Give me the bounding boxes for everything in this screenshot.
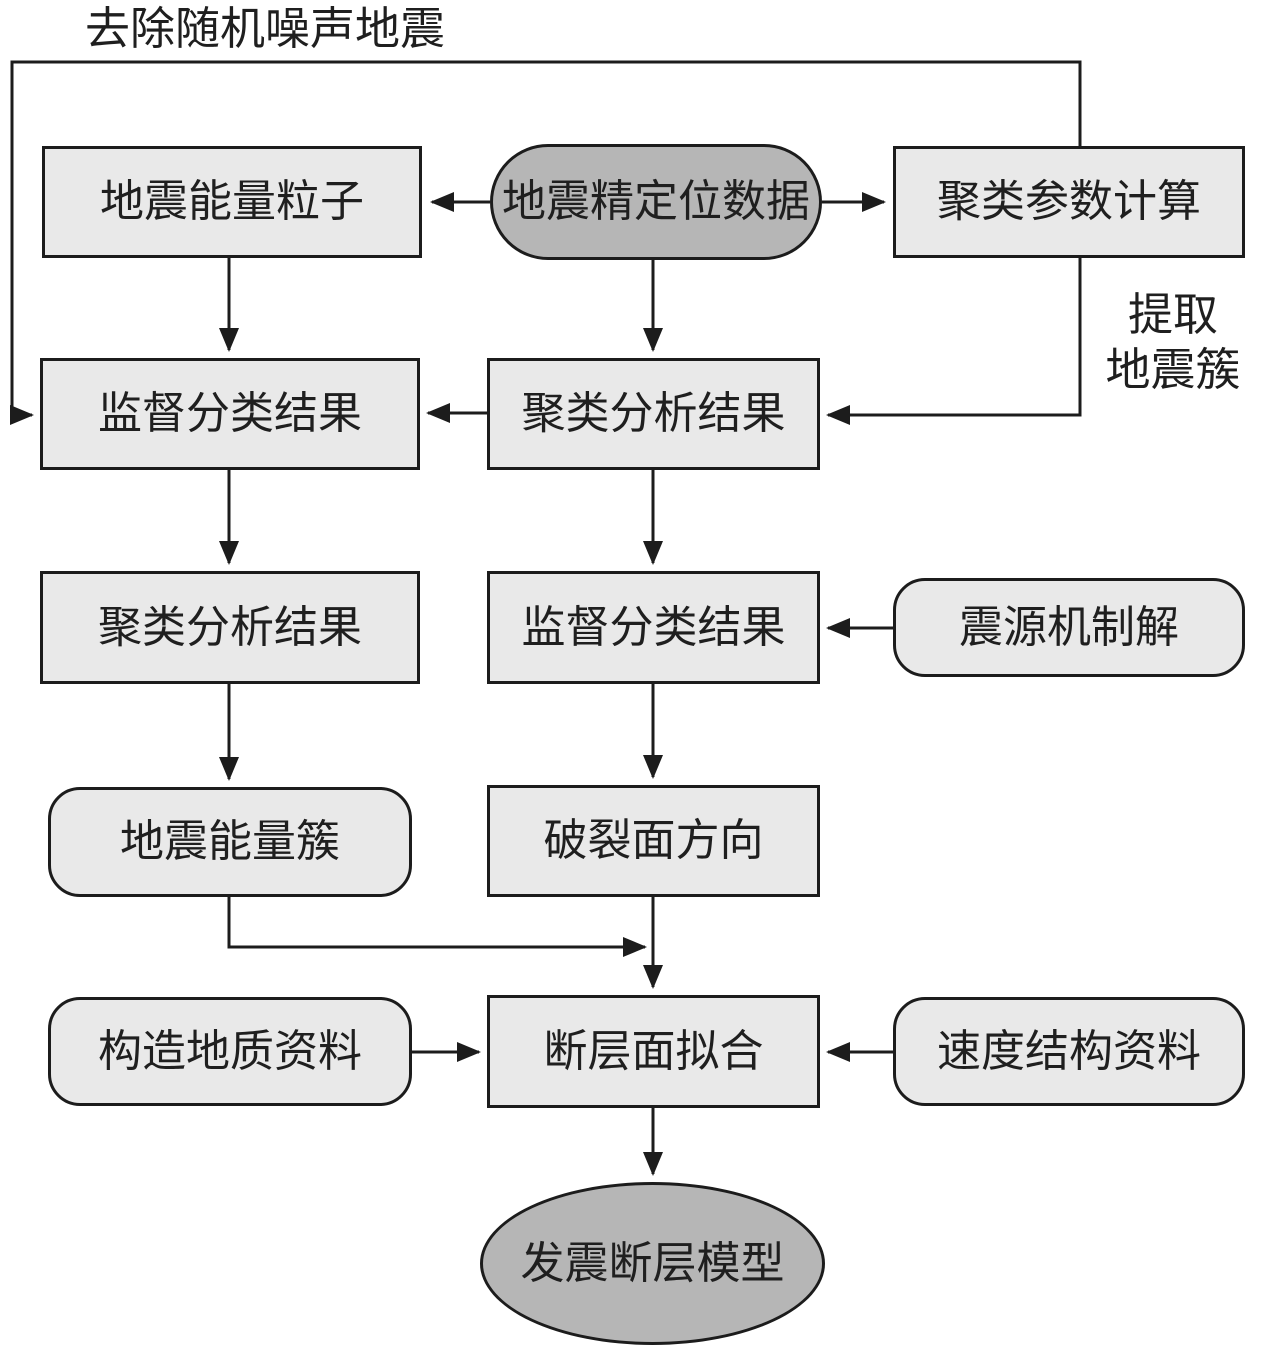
node-label: 监督分类结果: [98, 389, 362, 438]
node-seismogenic-fault-model: 发震断层模型: [480, 1182, 825, 1345]
node-label: 聚类分析结果: [98, 602, 362, 652]
node-label: 聚类分析结果: [521, 389, 786, 438]
node-rupture-plane-direction: 破裂面方向: [487, 785, 820, 897]
node-seismic-energy-particles: 地震能量粒子: [42, 146, 422, 258]
node-seismic-energy-cluster: 地震能量簇: [48, 787, 412, 897]
node-label: 聚类参数计算: [937, 177, 1201, 226]
node-velocity-structure-data: 速度结构资料: [893, 997, 1245, 1106]
connector-energy-cluster-to-junction: [227, 897, 647, 957]
node-label: 地震精定位数据: [502, 177, 810, 226]
node-label: 震源机制解: [959, 602, 1179, 652]
node-supervised-classification-result-2: 监督分类结果: [487, 571, 820, 684]
node-relocated-seismic-data: 地震精定位数据: [490, 144, 822, 260]
node-focal-mechanism-solution: 震源机制解: [893, 578, 1245, 677]
edge-label-remove-random-noise: 去除随机噪声地震: [85, 4, 446, 54]
node-label: 速度结构资料: [937, 1026, 1201, 1076]
node-label: 地震能量粒子: [100, 177, 364, 226]
node-supervised-classification-result-1: 监督分类结果: [40, 358, 420, 470]
node-label: 构造地质资料: [98, 1026, 362, 1076]
node-cluster-analysis-result-2: 聚类分析结果: [40, 571, 420, 684]
node-cluster-parameter-calculation: 聚类参数计算: [893, 146, 1245, 258]
node-label: 地震能量簇: [120, 817, 340, 866]
node-label: 发震断层模型: [520, 1238, 785, 1288]
node-fault-plane-fitting: 断层面拟合: [487, 995, 820, 1108]
node-label: 断层面拟合: [543, 1026, 764, 1076]
node-structural-geology-data: 构造地质资料: [48, 997, 412, 1106]
node-cluster-analysis-result-1: 聚类分析结果: [487, 358, 820, 470]
node-label: 破裂面方向: [543, 816, 764, 865]
edge-label-extract-clusters: 提取 地震簇: [1105, 290, 1241, 395]
node-label: 监督分类结果: [521, 602, 786, 652]
connector-cluster-param-to-cluster-result-1: [826, 258, 1082, 425]
